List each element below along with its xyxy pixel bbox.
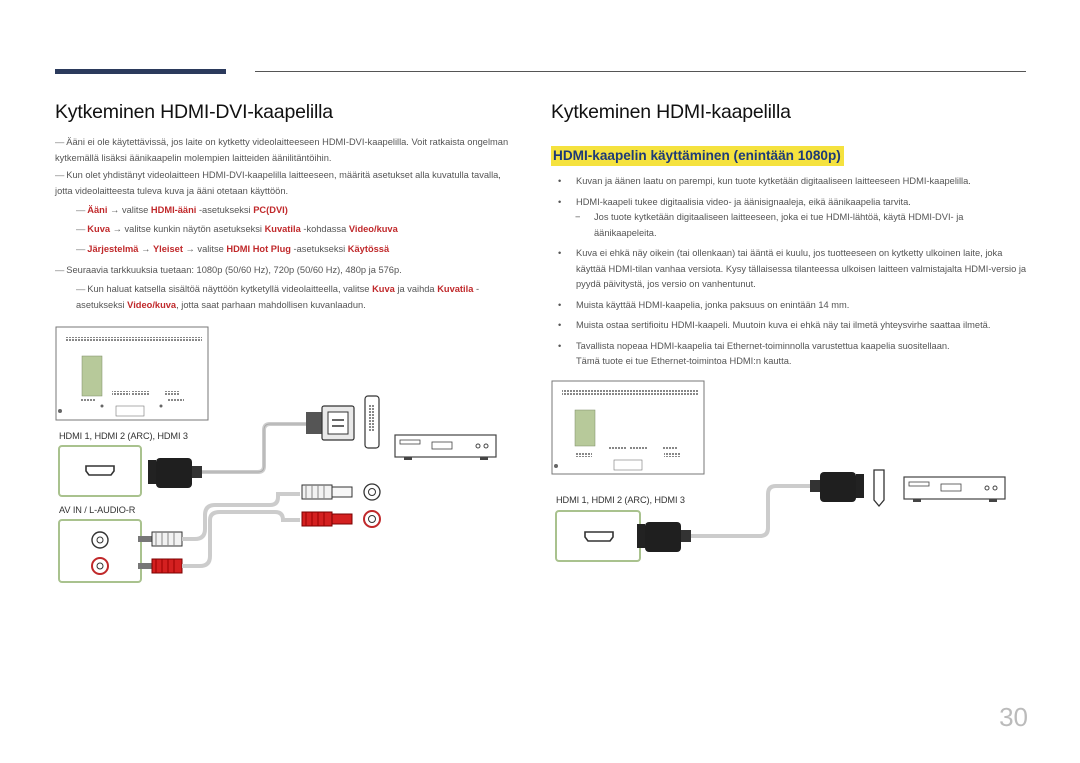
step-system: ―Järjestelmä → Yleiset → valitse HDMI Ho… [76,244,390,254]
header-accent-bar [55,69,226,74]
av-port-box [58,519,142,583]
rca-plug-red-left [138,558,183,574]
step-audio: ―Ääni → valitse HDMI-ääni -asetukseksi P… [76,205,288,215]
hdmi-port-icon-right [584,531,614,542]
note-picture-mode: ―Kun haluat katsella sisältöä näyttöön k… [76,284,480,310]
hdmi-port-icon [85,465,115,476]
note-settings: ―Kun olet yhdistänyt videolaitteen HDMI-… [55,170,501,196]
left-section-title: Kytkeminen HDMI-DVI-kaapelilla [55,101,333,123]
hdmi-bullet-list: •Kuvan ja äänen laatu on parempi, kun tu… [558,174,1028,375]
list-item: •Muista käyttää HDMI-kaapelia, jonka pak… [558,299,850,310]
hdmi-plug-right-bottom [637,522,691,552]
av-player-device-left [394,434,497,460]
note-no-audio: ―Ääni ei ole käytettävissä, jos laite on… [55,137,509,163]
dvi-plug [306,405,355,441]
hdmi-port-label-right: HDMI 1, HDMI 2 (ARC), HDMI 3 [556,495,685,505]
device-hdmi-port [873,469,885,508]
list-item: •Tavallista nopeaa HDMI-kaapelia tai Eth… [558,340,950,367]
note-resolutions: ―Seuraavia tarkkuuksia tuetaan: 1080p (5… [55,265,402,275]
dvi-port [364,395,380,449]
right-section-title: Kytkeminen HDMI-kaapelilla [551,101,791,123]
list-item: •Kuvan ja äänen laatu on parempi, kun tu… [558,176,971,186]
list-item: •Muista ostaa sertifioitu HDMI-kaapeli. … [558,320,991,330]
header-rule [255,71,1026,72]
hdmi-plug-left [148,458,202,488]
step-picture: ―Kuva → valitse kunkin näytön asetukseks… [76,224,398,234]
list-item: •HDMI-kaapeli tukee digitaalisia video- … [558,195,1028,242]
rca-plug-white-right [301,484,353,500]
page-number: 30 [999,702,1028,732]
list-item: •Kuva ei ehkä näy oikein (tai ollenkaan)… [558,248,1027,289]
av-port-label: AV IN / L-AUDIO-R [59,505,136,515]
sub-list-item: −Jos tuote kytketään digitaaliseen laitt… [575,212,964,238]
hdmi-subtitle: HDMI-kaapelin käyttäminen (enintään 1080… [551,146,844,166]
hdmi-port-label: HDMI 1, HDMI 2 (ARC), HDMI 3 [59,431,188,441]
hdmi-plug-right-top [810,472,864,502]
rca-plug-red-right [301,511,353,527]
monitor-back-left [55,326,209,421]
monitor-back-right [551,380,705,475]
rca-plug-white-left [138,531,183,547]
av-player-device-right [903,476,1006,502]
